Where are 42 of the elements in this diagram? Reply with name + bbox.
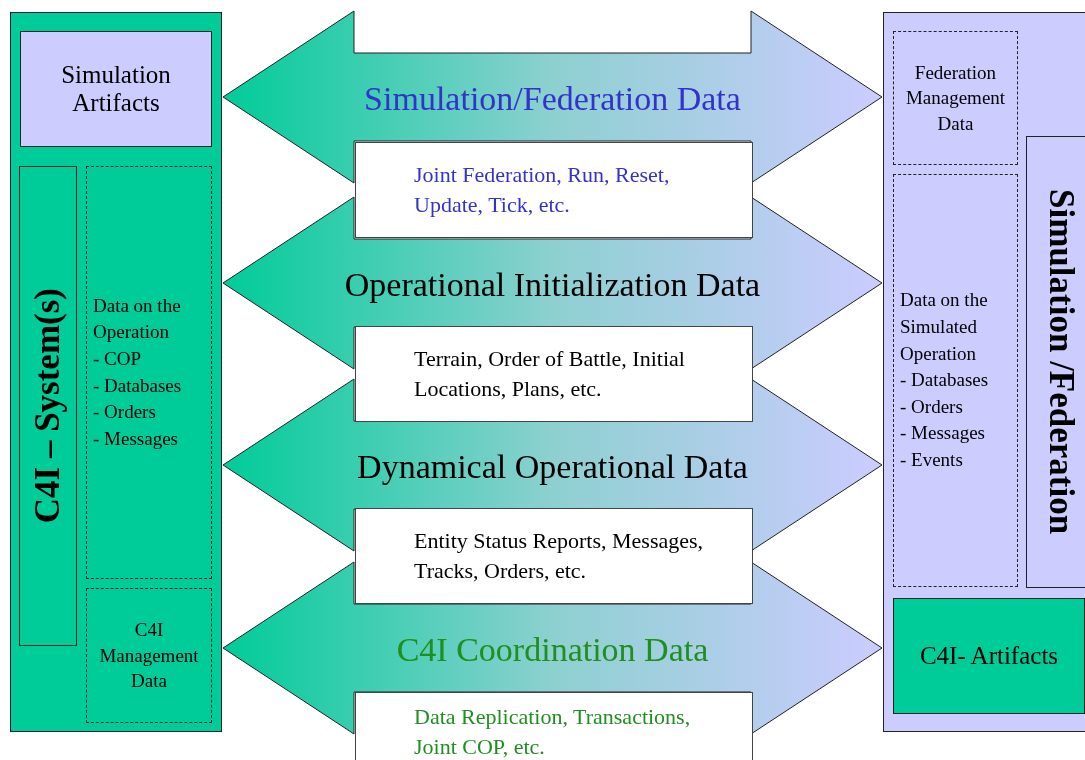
node-text: C4I Management Data <box>98 618 200 694</box>
node-text: Data on the Operation <box>93 293 182 345</box>
node-text: Simulation Artifacts <box>60 61 172 117</box>
dashed-box <box>893 174 1018 587</box>
node-text: - Databases <box>900 368 989 393</box>
detail-box <box>355 142 753 238</box>
artifact-box <box>20 31 212 147</box>
edge-label: C4I Coordination Data <box>396 631 709 669</box>
node-text: Terrain, Order of Battle, Initial Locations, Plans, etc. <box>414 345 686 403</box>
detail-box <box>355 326 753 422</box>
node-text: Entity Status Reports, Messages, Tracks, Orders, etc. <box>414 527 705 585</box>
node-text: - COP <box>93 346 142 371</box>
dashed-box <box>893 31 1018 165</box>
detail-box <box>355 508 753 604</box>
system-panel <box>10 12 222 732</box>
node-text: - Orders <box>900 394 963 419</box>
dashed-box <box>86 588 212 723</box>
title-bar <box>19 166 77 646</box>
edge-label: Simulation/Federation Data <box>364 80 741 118</box>
node-text: - Orders <box>93 400 156 425</box>
title-bar <box>1026 136 1085 588</box>
node-text: Data on the Simulated Operation <box>900 288 989 366</box>
double-block-arrow <box>222 10 883 184</box>
edge-label: Dynamical Operational Data <box>357 448 748 486</box>
node-text: Data Replication, Transactions, Joint COP, etc. <box>414 703 692 760</box>
double-block-arrow <box>222 196 883 370</box>
node-text: C4I- Artifacts <box>919 642 1059 670</box>
node-text: - Events <box>900 448 963 472</box>
double-block-arrow <box>222 561 883 735</box>
node-text: C4I – System(s) <box>28 288 68 524</box>
edge-label: Operational Initialization Data <box>344 266 761 304</box>
system-panel <box>883 12 1085 732</box>
detail-box <box>355 692 753 760</box>
node-text: Federation Management Data <box>904 60 1007 136</box>
node-text: - Messages <box>93 426 178 451</box>
artifact-box <box>893 598 1085 714</box>
dashed-box <box>86 166 212 579</box>
node-text: Simulation /Federation <box>1041 189 1081 535</box>
double-block-arrow <box>222 378 883 552</box>
node-text: - Messages <box>900 421 985 446</box>
node-text: Joint Federation, Run, Reset, Update, Tick, etc. <box>414 161 671 219</box>
node-text: - Databases <box>93 373 182 398</box>
